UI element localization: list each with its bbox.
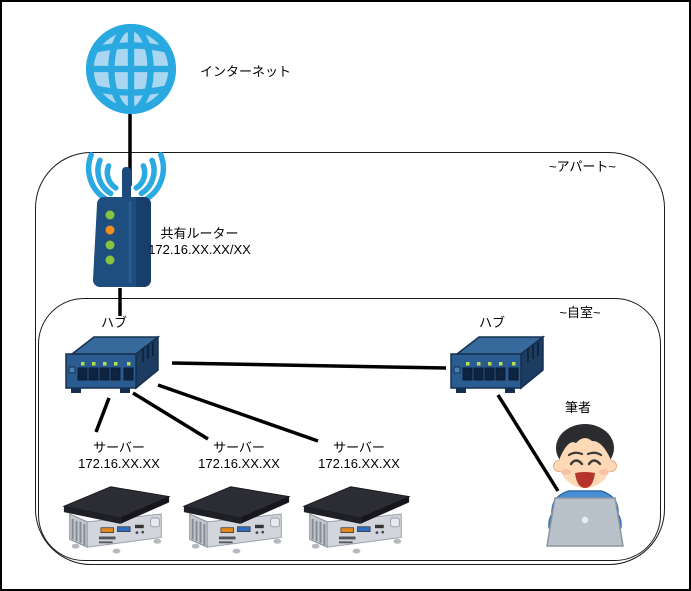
router-ip: 172.16.XX.XX/XX <box>148 242 251 257</box>
hub2-label: ハブ <box>478 315 505 330</box>
server3-name: サーバー <box>333 440 385 455</box>
server1-icon <box>62 486 171 554</box>
apartment-zone-box <box>35 152 665 565</box>
server1-label: サーバー 172.16.XX.XX <box>64 440 174 472</box>
link-hub1-server2 <box>132 391 209 441</box>
server3-ip: 172.16.XX.XX <box>318 456 400 471</box>
hub1-icon <box>65 335 161 393</box>
link-hub2-author <box>496 394 560 492</box>
router-icon <box>85 152 167 287</box>
server3-icon <box>302 486 411 554</box>
link-hub1-hub2 <box>171 361 447 370</box>
wifi-waves-icon <box>85 152 167 202</box>
router-name: 共有ルーター <box>160 226 239 241</box>
author-label: 筆者 <box>564 400 591 415</box>
server2-label: サーバー 172.16.XX.XX <box>184 440 294 472</box>
server1-name: サーバー <box>93 440 145 455</box>
room-zone-box <box>38 298 661 561</box>
hub2-icon <box>450 335 546 393</box>
apartment-zone-label: ~アパート~ <box>549 159 616 174</box>
room-zone-label: ~自室~ <box>559 305 601 320</box>
server1-ip: 172.16.XX.XX <box>78 456 160 471</box>
hub1-label: ハブ <box>100 315 127 330</box>
server2-ip: 172.16.XX.XX <box>198 456 280 471</box>
link-hub1-server1 <box>94 397 111 433</box>
internet-globe-icon <box>85 23 177 115</box>
server2-name: サーバー <box>213 440 265 455</box>
link-hub1-server3 <box>157 383 319 443</box>
router-label: 共有ルーター 172.16.XX.XX/XX <box>142 226 257 258</box>
author-person-icon <box>546 424 624 547</box>
server3-label: サーバー 172.16.XX.XX <box>304 440 414 472</box>
internet-label: インターネット <box>200 64 292 79</box>
server2-icon <box>182 486 291 554</box>
